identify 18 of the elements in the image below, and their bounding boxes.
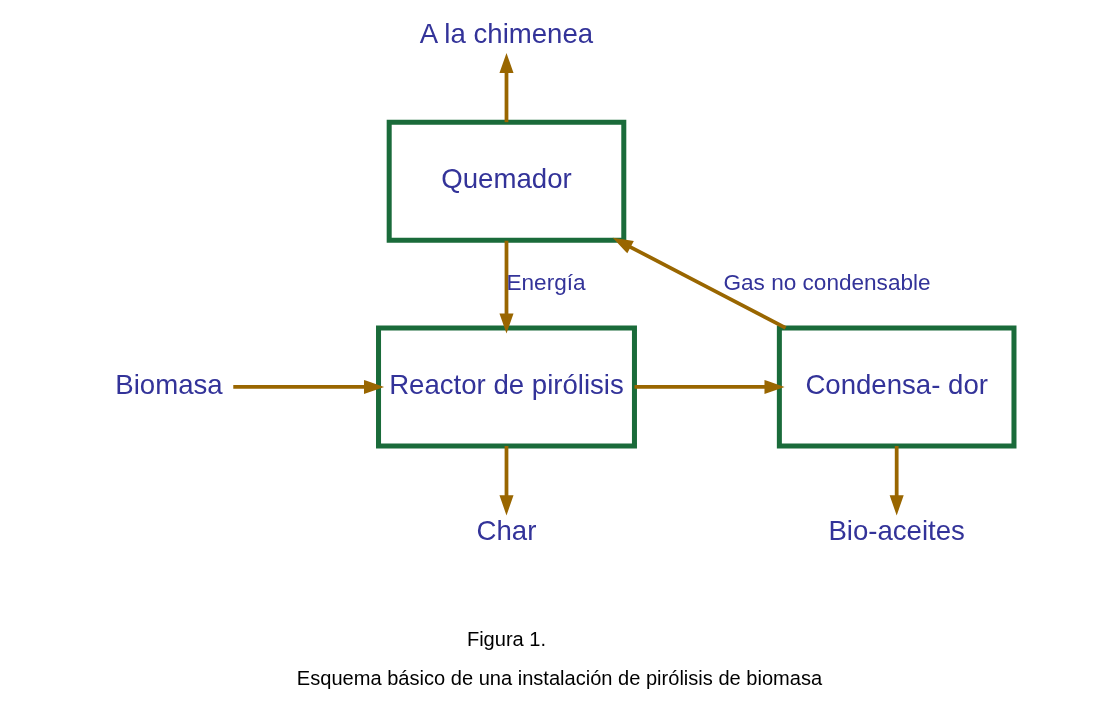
arrow — [634, 379, 785, 395]
arrow — [232, 379, 384, 395]
edge-label: Energía — [505, 269, 586, 295]
arrow — [498, 240, 514, 334]
node-box: Reactor de pirólisis — [375, 325, 637, 449]
label: Figura 1. — [466, 628, 546, 651]
arrow — [498, 446, 514, 516]
edge-label: Gas no condensable — [722, 269, 931, 295]
node-text: Biomasa — [114, 369, 223, 401]
node-box: Condensa- dor — [776, 325, 1016, 449]
arrow — [889, 446, 904, 516]
arrow — [498, 52, 514, 123]
node-box: Quemador — [386, 119, 626, 243]
caption: Esquema básico de una instalación de pirólisis de biomasa — [296, 667, 822, 690]
node-text: Bio-aceites — [827, 514, 965, 546]
node-text: Char — [476, 514, 536, 546]
node-text: A la chimenea — [419, 17, 593, 49]
arrow — [612, 237, 786, 330]
